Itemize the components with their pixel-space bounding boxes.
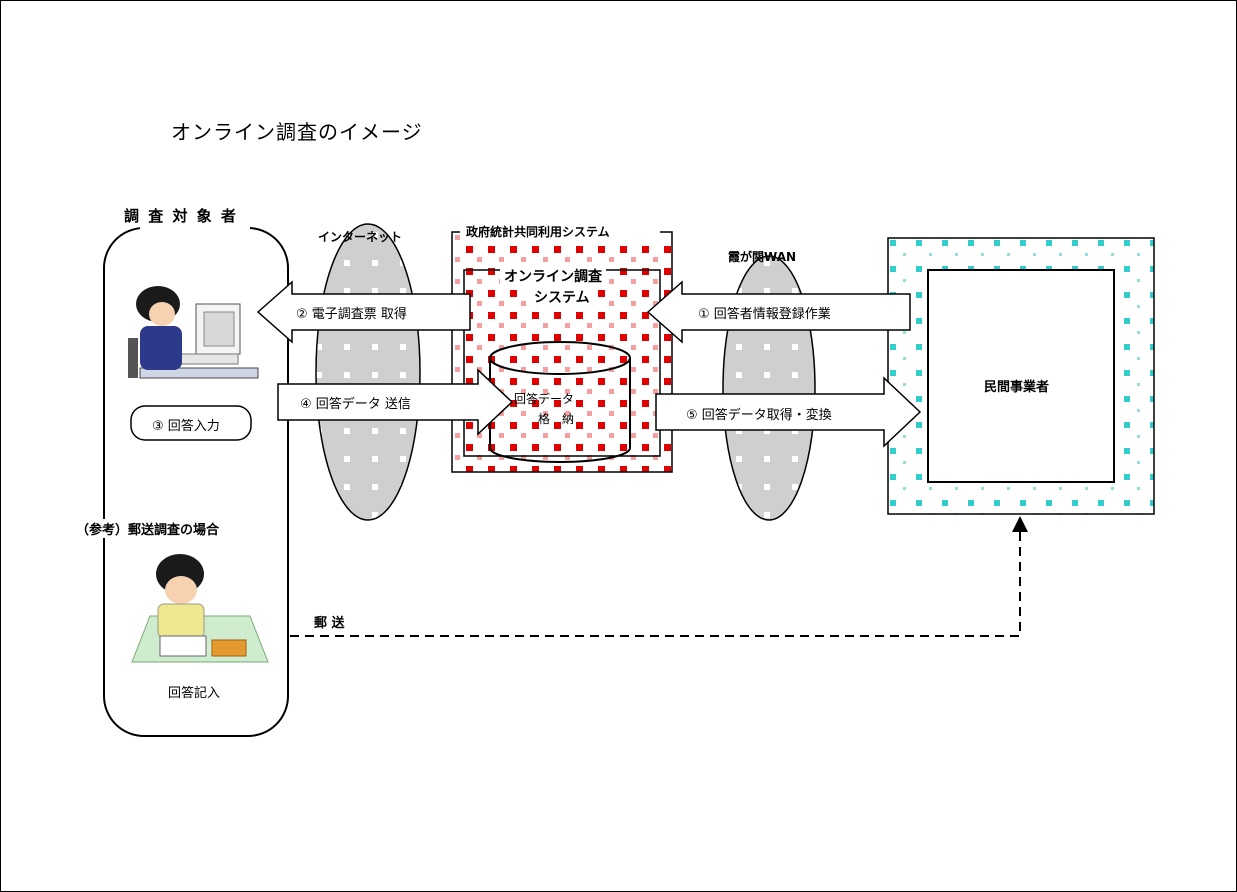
step1-label: ① 回答者情報登録作業 [698,307,831,322]
step4-label: ④ 回答データ 送信 [300,397,411,412]
internet-cloud [315,223,421,521]
wan-label: 霞が関WAN [728,250,797,264]
page-title: オンライン調査のイメージ [171,120,423,144]
arrow-step5 [655,376,922,448]
database-icon [489,341,631,463]
postal-path [290,530,1021,637]
arrow-step4 [277,368,514,436]
business-inner-box [927,269,1115,483]
arrow-step1 [646,280,911,344]
step2-label: ② 電子調査票 取得 [296,307,407,322]
shared-system-label: 政府統計共同利用システム [466,225,610,239]
person-writing-icon [131,554,269,663]
input-step-label: ③ 回答入力 [152,419,220,434]
respondent-heading: 調 査 対 象 者 [124,207,238,225]
postal-arrowhead [1012,516,1028,532]
postal-heading: （参考）郵送調査の場合 [76,519,220,538]
step5-label: ⑤ 回答データ取得・変換 [686,408,832,423]
business-label: 民間事業者 [984,380,1050,395]
internet-label: インターネット [318,230,403,244]
db-label-2: 格 納 [538,412,575,426]
online-system-label-1: オンライン調査 [500,266,606,286]
db-label-1: 回答データ [514,392,575,406]
postal-label: 郵 送 [314,616,345,631]
online-system-label-2: システム [530,287,594,307]
person-computer-icon [128,286,259,379]
postal-caption: 回答記入 [168,686,221,701]
arrow-step2 [256,280,471,344]
input-step-box [130,405,252,441]
